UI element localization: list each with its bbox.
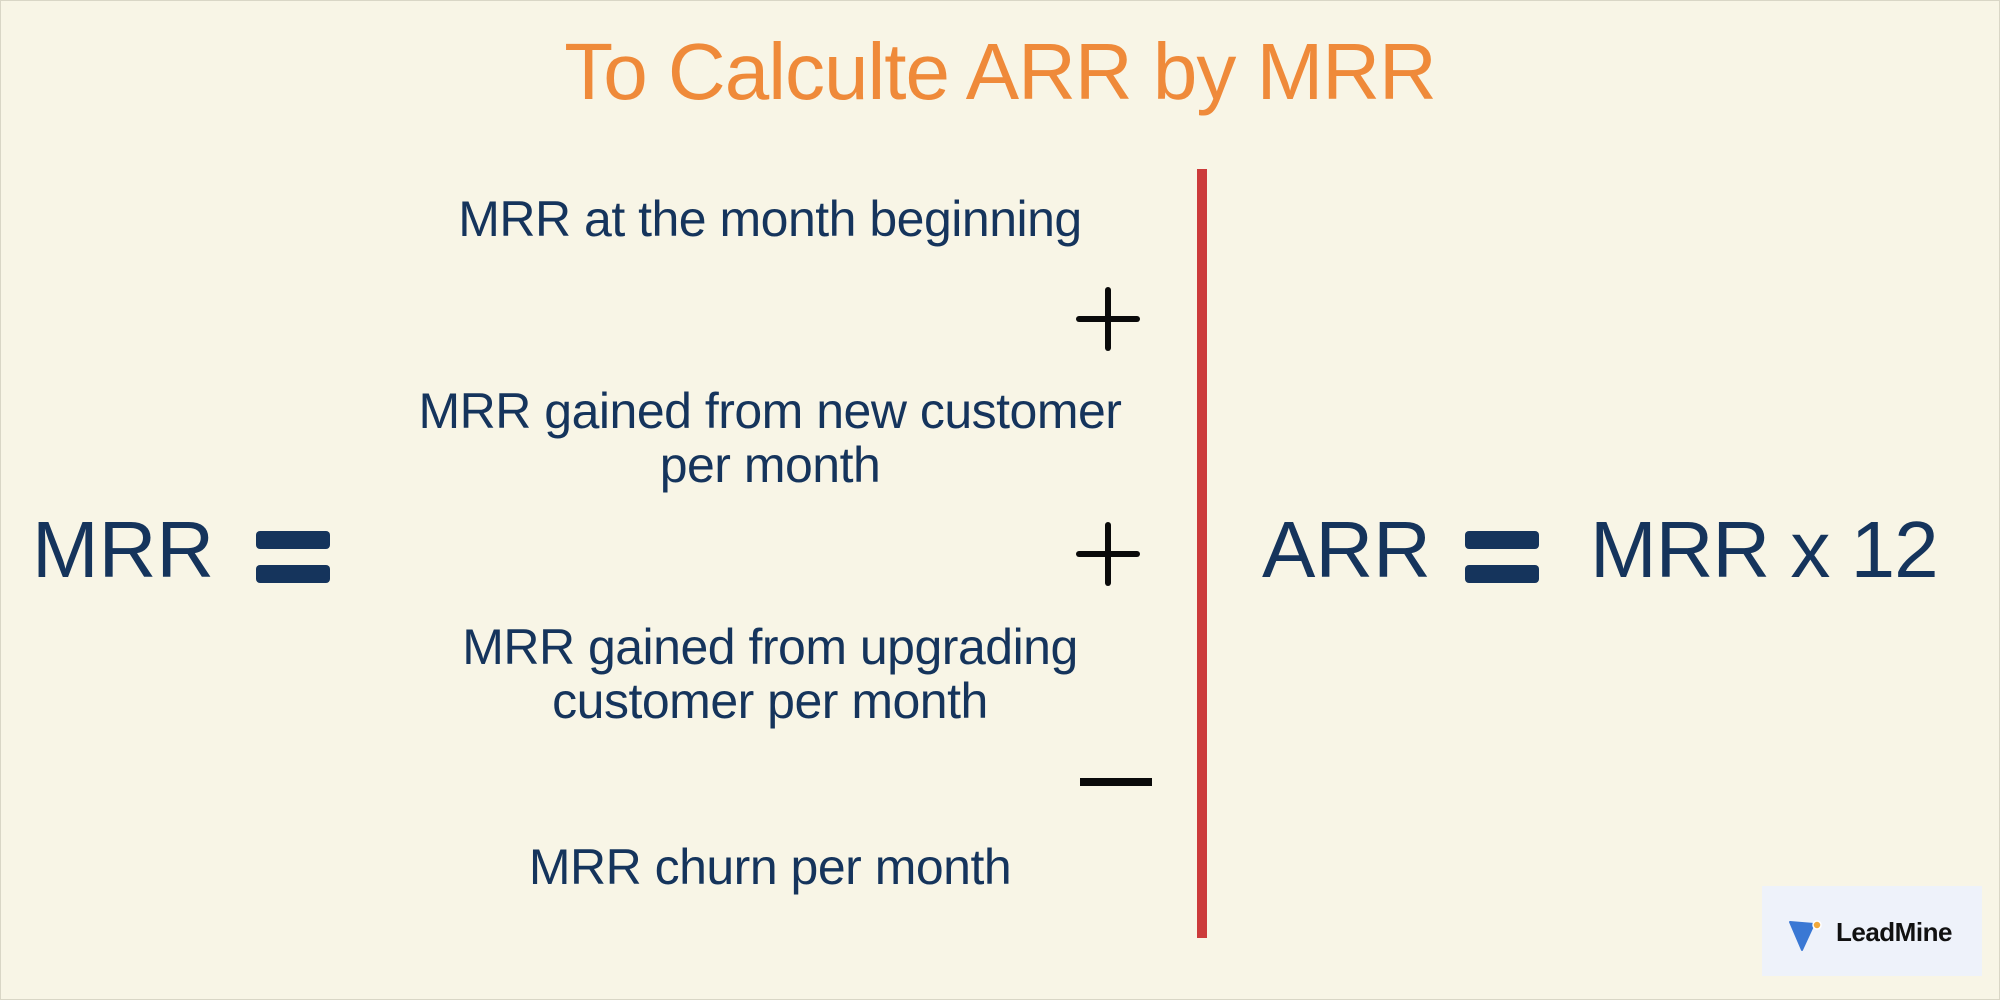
leadmine-logo-icon (1789, 920, 1822, 951)
mrr-label: MRR (32, 505, 215, 594)
section-divider (1197, 169, 1207, 938)
term-mrr-new-customer: MRR gained from new customer per month (418, 383, 1122, 493)
mrr-terms: MRR at the month beginning MRR gained fr… (370, 0, 1170, 1000)
arr-label: ARR (1262, 505, 1431, 594)
plus-icon (1076, 287, 1140, 351)
page-title: To Calculte ARR by MRR (564, 27, 1437, 116)
equals-icon (1465, 531, 1539, 583)
term-mrr-upgrading: MRR gained from upgrading customer per m… (462, 619, 1078, 729)
minus-icon (1080, 778, 1152, 786)
arr-expression: MRR x 12 (1590, 505, 1939, 594)
logo-text: LeadMine (1836, 917, 1952, 947)
leadmine-logo: LeadMine (1762, 886, 1982, 976)
plus-icon (1076, 522, 1140, 586)
term-mrr-beginning: MRR at the month beginning (458, 191, 1082, 247)
equals-icon (256, 531, 330, 583)
term-mrr-churn: MRR churn per month (528, 839, 1012, 895)
